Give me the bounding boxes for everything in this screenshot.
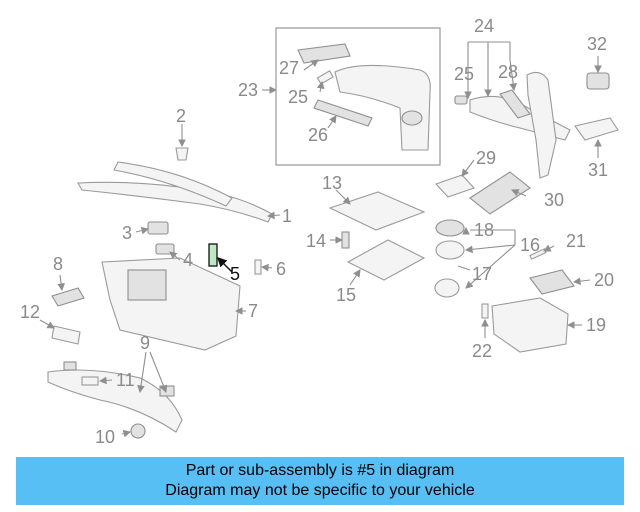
armrest-subassembly-frame	[275, 27, 441, 166]
part-6-pin[interactable]	[254, 259, 262, 275]
part-7-console-base[interactable]	[101, 257, 241, 351]
callout-13: 13	[322, 173, 342, 193]
callouts: 2 1 3 4 5 6 7 8 9 10 11 12 13 14 15 16 1…	[20, 16, 614, 447]
part-12-bracket[interactable]	[51, 325, 81, 345]
part-11-clip[interactable]	[81, 376, 99, 386]
callout-10: 10	[95, 427, 115, 447]
part-1-upper-rail[interactable]	[113, 161, 233, 207]
part-18-cup-ring[interactable]	[435, 219, 465, 237]
callout-8: 8	[53, 254, 63, 274]
callout-14: 14	[306, 231, 326, 251]
part-9-clip	[63, 361, 77, 371]
part-27-tray[interactable]	[297, 43, 351, 64]
part-14-bolt[interactable]	[341, 231, 350, 249]
part-29-bezel[interactable]	[435, 174, 475, 198]
part-info-banner: Part or sub-assembly is #5 in diagram Di…	[16, 457, 624, 505]
callout-25-hinge: 25	[454, 64, 474, 84]
banner-line-2: Diagram may not be specific to your vehi…	[165, 482, 475, 499]
callout-12: 12	[20, 302, 40, 322]
callout-2: 2	[176, 106, 186, 126]
part-28-link[interactable]	[499, 89, 531, 119]
part-25-clip[interactable]	[316, 70, 334, 85]
part-22-bumper[interactable]	[481, 303, 489, 319]
callout-23: 23	[238, 80, 258, 100]
part-10-plug[interactable]	[130, 423, 146, 439]
callout-3: 3	[122, 223, 132, 243]
part-9-side-panel[interactable]	[47, 369, 183, 433]
callout-9: 9	[140, 333, 150, 353]
part-30-switch-panel[interactable]	[469, 171, 531, 215]
callout-4: 4	[183, 250, 193, 270]
callout-28: 28	[498, 62, 518, 82]
callout-11: 11	[116, 370, 135, 390]
callout-29: 29	[476, 148, 496, 168]
callout-25-armrest: 25	[288, 87, 308, 107]
part-3-clip[interactable]	[147, 221, 169, 235]
callout-22: 22	[472, 341, 492, 361]
callout-26: 26	[308, 125, 328, 145]
callout-31: 31	[588, 160, 608, 180]
part-8-trim-piece[interactable]	[51, 287, 85, 307]
leader-lines	[39, 41, 602, 438]
callout-24: 24	[474, 16, 494, 36]
part-32-cap[interactable]	[586, 72, 610, 90]
callout-1: 1	[282, 206, 292, 226]
callout-30: 30	[544, 190, 564, 210]
callout-17: 17	[472, 264, 492, 284]
part-25-pin[interactable]	[454, 95, 468, 105]
part-20-mat[interactable]	[529, 269, 575, 295]
banner-line-1: Part or sub-assembly is #5 in diagram	[185, 462, 455, 479]
part-1-console-trim[interactable]	[77, 181, 273, 223]
armrest-lid[interactable]	[334, 64, 431, 151]
callout-32: 32	[587, 34, 607, 54]
part-13-lid[interactable]	[328, 191, 426, 231]
callout-16: 16	[520, 235, 540, 255]
armrest-arm[interactable]	[526, 71, 557, 179]
callout-7: 7	[248, 301, 258, 321]
part-2-clip[interactable]	[175, 147, 189, 161]
part-26-strip[interactable]	[313, 99, 373, 127]
callout-15: 15	[336, 285, 356, 305]
callout-20: 20	[594, 270, 614, 290]
part-31-bracket[interactable]	[574, 117, 619, 141]
part-7-cup-opening	[127, 269, 167, 301]
part-5-bolt[interactable]	[208, 243, 218, 267]
callout-21: 21	[566, 231, 586, 251]
part-15-bin[interactable]	[346, 239, 426, 281]
callout-5: 5	[230, 264, 240, 284]
armrest-hinge	[401, 110, 423, 126]
callout-6: 6	[276, 259, 286, 279]
part-9-clip-2	[159, 385, 175, 397]
part-17-insert[interactable]	[434, 278, 460, 298]
callout-18: 18	[474, 220, 494, 240]
callout-19: 19	[586, 315, 606, 335]
part-16-cup-holder[interactable]	[435, 240, 465, 260]
part-19-storage-bin[interactable]	[491, 297, 569, 353]
callout-27: 27	[279, 58, 299, 78]
